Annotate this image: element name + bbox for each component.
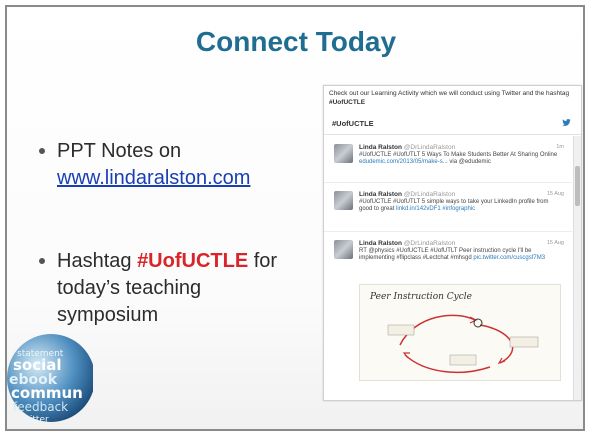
twitter-bird-icon[interactable] bbox=[562, 119, 571, 126]
avatar bbox=[334, 240, 353, 259]
twitter-header-hashtag: #UofUCTLE bbox=[332, 119, 374, 128]
svg-text:statement: statement bbox=[17, 349, 64, 359]
tweet-author: Linda Ralston @DrLindaRalston bbox=[359, 240, 455, 247]
twitter-widget: Check out our Learning Activity which we… bbox=[323, 85, 582, 401]
tweet-image[interactable]: Peer Instruction Cycle bbox=[359, 284, 561, 381]
social-globe-image: statement social ebook commun feedback t… bbox=[7, 334, 93, 425]
tweet-author-name: Linda Ralston bbox=[359, 191, 402, 198]
tweet-body: #UofUCTLE #UofUTLT 5 simple ways to take… bbox=[359, 199, 549, 212]
tweet-author: Linda Ralston @DrLindaRalston bbox=[359, 144, 455, 151]
avatar bbox=[334, 144, 353, 163]
bullet-hashtag-suffix: for today’s teaching symposium bbox=[57, 250, 278, 326]
tweet-time: 1m bbox=[556, 144, 564, 150]
tweet-link[interactable]: pic.twitter.com/cuscgsf7M3 bbox=[473, 255, 546, 261]
tweet-time: 15 Aug bbox=[546, 191, 564, 197]
tweet-hashtag[interactable]: #infographic bbox=[442, 206, 476, 212]
twitter-intro-text: Check out our Learning Activity which we… bbox=[329, 90, 570, 97]
tweet-author-name: Linda Ralston bbox=[359, 240, 402, 247]
tweet-link[interactable]: edudemic.com/2013/05/make-s... bbox=[359, 159, 448, 165]
bullet-dot-icon bbox=[39, 148, 45, 154]
svg-text:commun: commun bbox=[11, 384, 83, 402]
bullet-notes-text: PPT Notes on bbox=[57, 140, 182, 162]
tweet-body: #UofUCTLE #UofUTLT 5 Ways To Make Studen… bbox=[359, 152, 558, 158]
tweet-item[interactable]: Linda Ralston @DrLindaRalston 15 Aug RT … bbox=[324, 232, 572, 400]
svg-text:feedback: feedback bbox=[13, 400, 68, 414]
tweet-author-handle: @DrLindaRalston bbox=[403, 191, 456, 198]
bullet-notes: PPT Notes on www.lindaralston.com bbox=[39, 138, 304, 192]
avatar bbox=[334, 191, 353, 210]
tweet-link[interactable]: linkd.in/142vDF1 bbox=[396, 206, 441, 212]
peer-instruction-cycle-image: Peer Instruction Cycle bbox=[369, 292, 539, 374]
hashtag-highlight: #UofUCTLE bbox=[137, 250, 249, 272]
svg-text:ebook: ebook bbox=[9, 372, 58, 388]
slide-title: Connect Today bbox=[195, 26, 397, 57]
twitter-intro: Check out our Learning Activity which we… bbox=[329, 89, 579, 107]
tweet-text: #UofUCTLE #UofUTLT 5 Ways To Make Studen… bbox=[359, 152, 559, 166]
twitter-timeline[interactable]: Linda Ralston @DrLindaRalston 1m #UofUCT… bbox=[324, 136, 574, 400]
bullet-hashtag-prefix: Hashtag bbox=[57, 250, 132, 272]
tweet-text: RT @physics #UofUCTLE #UofUTLT Peer inst… bbox=[359, 248, 559, 262]
website-link[interactable]: www.lindaralston.com bbox=[57, 167, 251, 189]
tweet-body: RT @physics #UofUCTLE #UofUTLT Peer inst… bbox=[359, 248, 532, 261]
tweet-via: via @edudemic bbox=[449, 159, 491, 165]
twitter-intro-hashtag: #UofUCTLE bbox=[329, 99, 366, 106]
twitter-widget-header: #UofUCTLE bbox=[324, 112, 581, 135]
tweet-item[interactable]: Linda Ralston @DrLindaRalston 15 Aug #Uo… bbox=[324, 183, 572, 232]
tweet-time: 15 Aug bbox=[546, 240, 564, 246]
scrollbar-thumb[interactable] bbox=[575, 166, 580, 206]
svg-text:social: social bbox=[13, 356, 62, 374]
tweet-author: Linda Ralston @DrLindaRalston bbox=[359, 191, 455, 198]
timeline-scrollbar[interactable] bbox=[573, 136, 581, 400]
bullet-list: PPT Notes on www.lindaralston.com Hashta… bbox=[39, 138, 304, 329]
tweet-author-handle: @DrLindaRalston bbox=[403, 144, 456, 151]
image-caption: Peer Instruction Cycle bbox=[369, 292, 472, 302]
tweet-text: #UofUCTLE #UofUTLT 5 simple ways to take… bbox=[359, 199, 559, 213]
tweet-author-name: Linda Ralston bbox=[359, 144, 402, 151]
tweet-author-handle: @DrLindaRalston bbox=[403, 240, 456, 247]
svg-text:twitter: twitter bbox=[19, 415, 49, 425]
tweet-item[interactable]: Linda Ralston @DrLindaRalston 1m #UofUCT… bbox=[324, 136, 572, 183]
bullet-dot-icon bbox=[39, 258, 45, 264]
bullet-hashtag: Hashtag #UofUCTLE for today’s teaching s… bbox=[39, 248, 304, 329]
